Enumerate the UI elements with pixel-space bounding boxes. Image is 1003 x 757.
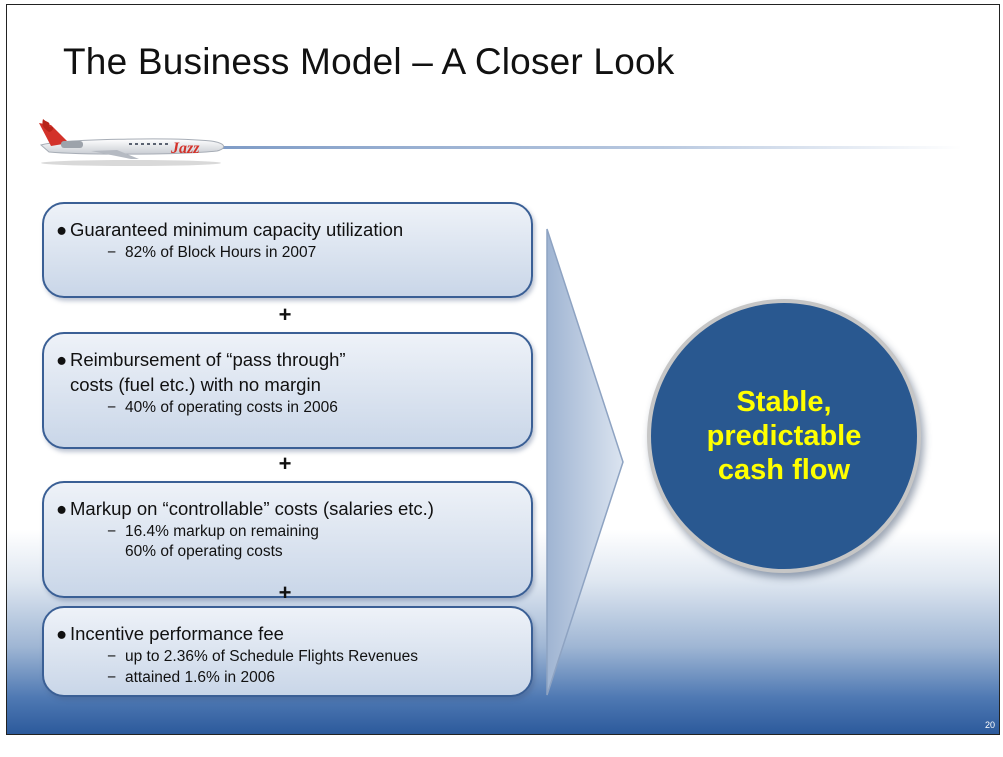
box-heading-continued: costs (fuel etc.) with no margin (70, 374, 321, 395)
plus-sign: + (278, 451, 292, 476)
outcome-line: cash flow (717, 454, 851, 486)
slide: The Business Model – A Closer Look Jazz … (6, 4, 1000, 735)
bullet-icon: ● (56, 219, 68, 240)
info-box-incentive: ●Incentive performance fee −up to 2.36% … (42, 606, 533, 697)
box-detail: 16.4% markup on remaining (125, 523, 319, 540)
title-divider (212, 146, 962, 149)
box-detail-continued: 60% of operating costs (125, 543, 283, 560)
dash-icon: − (107, 669, 117, 686)
plus-sign: + (278, 302, 292, 327)
bullet-icon: ● (56, 623, 68, 644)
box-detail: 82% of Block Hours in 2007 (125, 244, 317, 261)
page-number: 20 (984, 720, 995, 730)
chevron-arrow-icon (546, 228, 624, 696)
box-heading: Markup on “controllable” costs (salaries… (70, 498, 434, 519)
outcome-circle: Stable, predictable cash flow (647, 299, 921, 573)
bullet-icon: ● (56, 349, 68, 370)
box-heading: Incentive performance fee (70, 623, 284, 644)
bullet-icon: ● (56, 498, 68, 519)
dash-icon: − (107, 399, 117, 416)
box-detail: attained 1.6% in 2006 (125, 669, 275, 686)
dash-icon: − (107, 648, 117, 665)
info-box-pass-through: ●Reimbursement of “pass through” costs (… (42, 332, 533, 449)
dash-icon: − (107, 244, 117, 261)
box-heading: Guaranteed minimum capacity utilization (70, 219, 404, 240)
slide-title: The Business Model – A Closer Look (63, 41, 675, 82)
outcome-line: predictable (706, 420, 862, 452)
info-box-capacity: ●Guaranteed minimum capacity utilization… (42, 202, 533, 298)
logo-wordmark: Jazz (170, 140, 200, 157)
box-detail: 40% of operating costs in 2006 (125, 399, 338, 416)
outcome-line: Stable, (736, 386, 832, 418)
jet-plane-logo-icon: Jazz (39, 119, 225, 166)
plus-sign: + (278, 580, 292, 605)
info-box-markup: ●Markup on “controllable” costs (salarie… (42, 481, 533, 598)
dash-icon: − (107, 523, 117, 540)
box-heading: Reimbursement of “pass through” (70, 349, 346, 370)
box-detail: up to 2.36% of Schedule Flights Revenues (125, 648, 418, 665)
